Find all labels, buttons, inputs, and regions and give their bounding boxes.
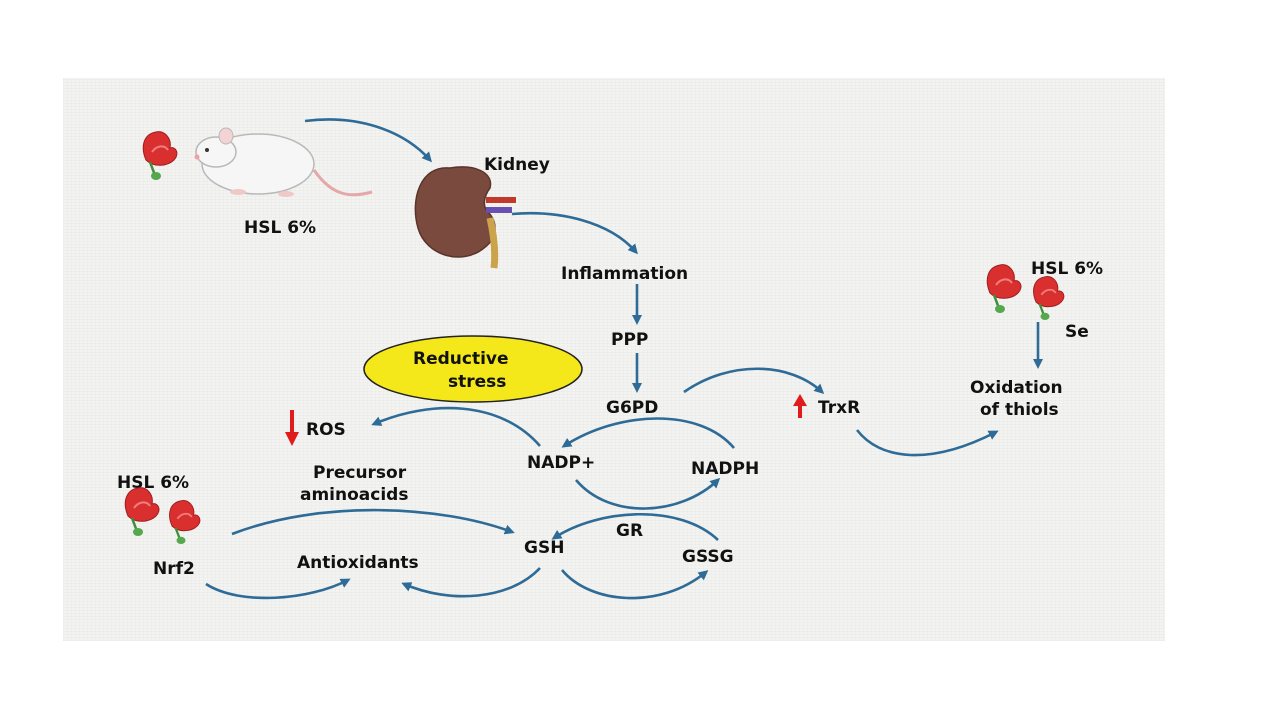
gsh-label: GSH [524,538,564,558]
nadph-label: NADPH [691,459,759,479]
flower-icon-right-2 [1032,275,1065,322]
kidney-icon [414,166,516,269]
oxidation-label-line2: of thiols [980,400,1059,420]
se-label: Se [1065,322,1089,342]
rat-icon [194,127,373,197]
up-arrow-red-icon [793,394,807,418]
trxr-label: TrxR [818,398,860,418]
nrf2-label: Nrf2 [153,559,195,579]
flower-icon-right [985,263,1023,315]
reductive-label-line1: Reductive [413,349,509,369]
reductive-stress-badge [363,335,583,403]
gssg-label: GSSG [682,547,734,567]
reductive-label-line2: stress [448,372,506,392]
nadp-plus-label: NADP+ [527,453,595,473]
g6pd-label: G6PD [606,398,658,418]
arrow-rat-to-kidney [304,118,432,163]
arrow-gsh-to-gssg [560,569,709,600]
oxidation-label-line1: Oxidation [970,378,1063,398]
down-arrow-red-icon [285,410,299,446]
kidney-label: Kidney [484,155,550,175]
arrow-g6pd-to-trxr [683,367,825,395]
antioxidants-label: Antioxidants [297,553,419,573]
ros-label: ROS [306,420,346,440]
arrow-gssg-to-gsh [551,512,719,541]
arrow-hsl-to-gsh [231,508,515,536]
arrow-nadp-to-nadph [575,477,721,510]
flower-icon-left-2 [168,499,201,546]
hsl-label-rat: HSL 6% [244,218,316,238]
arrow-nadph-to-nadp [561,417,735,449]
ppp-label: PPP [611,330,648,350]
arrow-nrf2-to-antioxidants [205,578,351,600]
gr-label: GR [616,521,643,541]
precursor-label-line1: Precursor [313,463,407,483]
flower-icon-left [123,486,161,538]
hsl-label-right: HSL 6% [1031,259,1103,279]
precursor-label-line2: aminoacids [300,485,408,505]
arrow-kidney-to-inflammation [511,212,638,255]
arrow-gsh-to-antioxidants [401,567,541,598]
arrow-trxr-to-oxidation [855,429,999,457]
arrow-nadp-to-ros [371,406,541,447]
hsl-label-left: HSL 6% [117,473,189,493]
flower-icon [141,130,179,182]
inflammation-label: Inflammation [561,264,688,284]
